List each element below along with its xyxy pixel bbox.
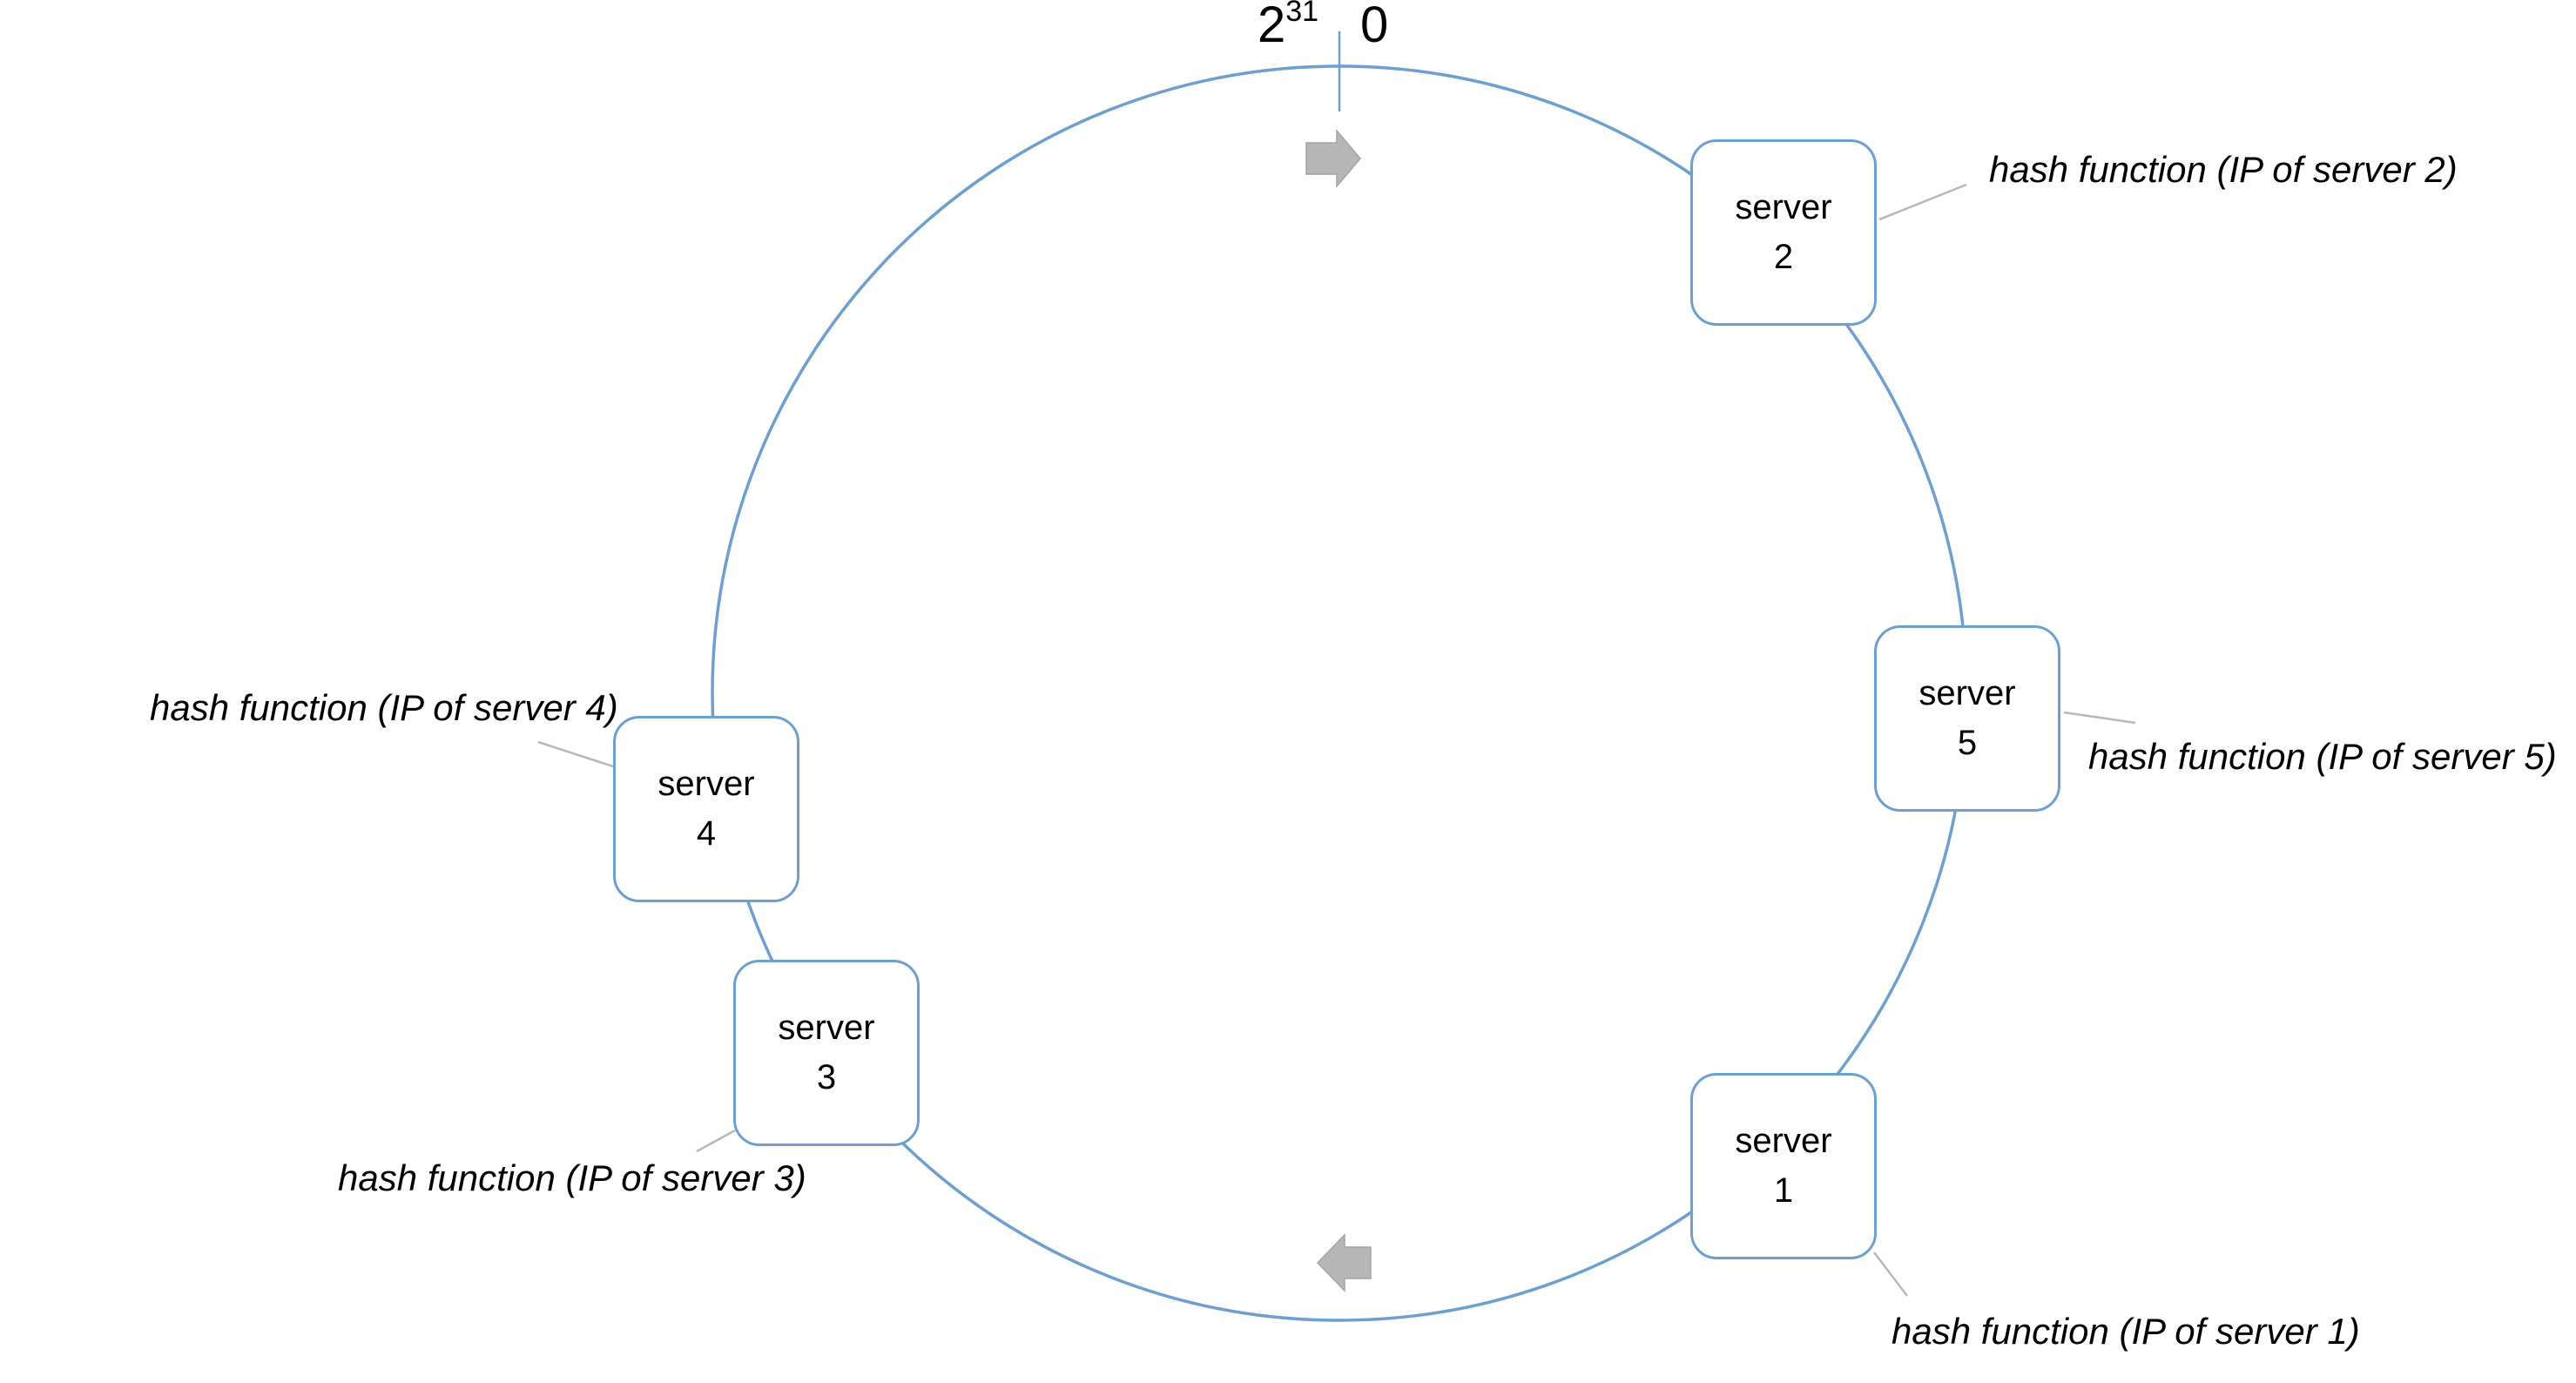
leader-server-4 xyxy=(537,740,614,768)
hash-label-server-2: hash function (IP of server 2) xyxy=(1989,149,2458,190)
server-number: 5 xyxy=(1957,724,1978,762)
server-label: server xyxy=(1735,188,1832,226)
server-5-node: server 5 xyxy=(1874,625,2060,812)
hash-label-server-5: hash function (IP of server 5) xyxy=(2088,736,2557,777)
server-label: server xyxy=(1919,674,2016,712)
leader-server-1 xyxy=(1873,1251,1908,1297)
server-label: server xyxy=(657,765,755,803)
hash-label-server-3: hash function (IP of server 3) xyxy=(338,1157,806,1198)
hash-label-server-1: hash function (IP of server 1) xyxy=(1892,1311,2360,1352)
server-label: server xyxy=(1735,1122,1832,1160)
ring-zero-label: 0 xyxy=(1360,0,1389,53)
leader-server-5 xyxy=(2063,711,2136,725)
server-number: 2 xyxy=(1773,238,1794,276)
server-4-node: server 4 xyxy=(613,716,799,902)
clockwise-arrow-bottom xyxy=(1316,1233,1372,1292)
leader-server-3 xyxy=(696,1129,736,1153)
server-number: 4 xyxy=(696,814,717,853)
hash-label-server-4: hash function (IP of server 4) xyxy=(150,687,618,728)
ring-max-label: 231 xyxy=(1258,0,1319,53)
server-number: 3 xyxy=(816,1058,837,1096)
server-3-node: server 3 xyxy=(733,960,920,1146)
server-label: server xyxy=(778,1009,875,1047)
server-2-node: server 2 xyxy=(1690,139,1877,326)
server-1-node: server 1 xyxy=(1690,1073,1877,1259)
server-number: 1 xyxy=(1773,1171,1794,1210)
clockwise-arrow-top xyxy=(1305,128,1361,189)
leader-server-2 xyxy=(1878,183,1967,221)
